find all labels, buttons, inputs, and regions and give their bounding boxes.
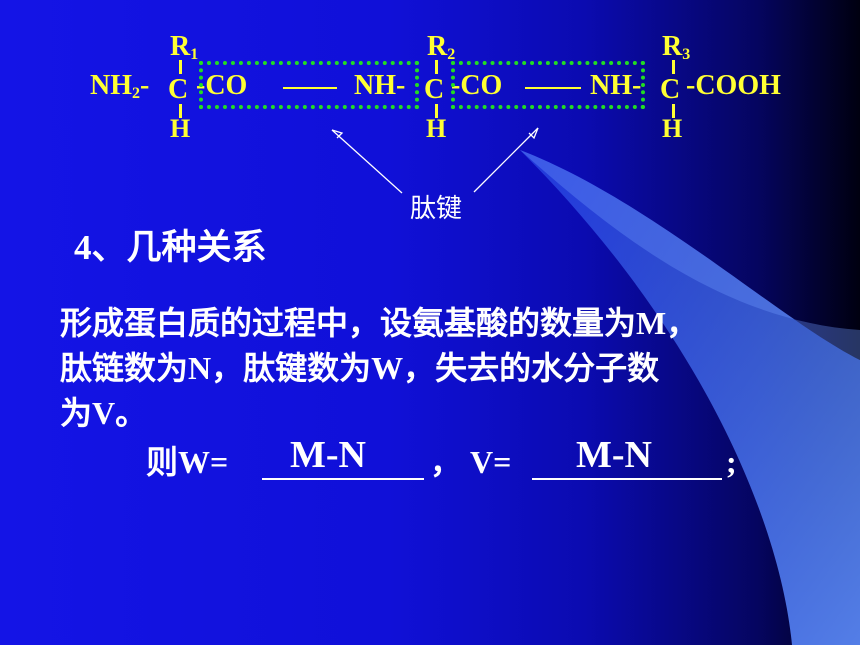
bond-top-1 bbox=[179, 60, 182, 74]
bond-top-3 bbox=[672, 60, 675, 74]
r2-label: R2 bbox=[427, 31, 456, 63]
bond-bottom-1 bbox=[179, 104, 182, 118]
r1-label: R1 bbox=[170, 31, 199, 63]
alpha-carbon-3: C bbox=[660, 74, 681, 105]
paragraph-line-1: 形成蛋白质的过程中，设氨基酸的数量为M， bbox=[60, 305, 699, 341]
alpha-carbon-2: C bbox=[424, 74, 445, 105]
semicolon: ; bbox=[726, 444, 737, 480]
amide-nh-1: NH- bbox=[354, 70, 406, 101]
peptide-bond-label: 肽键 bbox=[410, 194, 463, 223]
comma-separator: ， bbox=[430, 444, 463, 480]
peptide-bond-box-2 bbox=[451, 61, 645, 109]
peptide-bond-line-1 bbox=[283, 87, 337, 89]
w-answer-underline bbox=[262, 478, 424, 480]
amide-nh-2: NH- bbox=[590, 70, 642, 101]
w-answer: M-N bbox=[290, 434, 366, 476]
amino-group: NH2- bbox=[90, 70, 150, 102]
w-equation-label: 则W= bbox=[146, 444, 229, 480]
v-answer-underline bbox=[532, 478, 722, 480]
carboxyl-group: -COOH bbox=[686, 70, 781, 101]
v-answer: M-N bbox=[576, 434, 652, 476]
hydrogen-3: H bbox=[662, 114, 683, 143]
hydrogen-2: H bbox=[426, 114, 447, 143]
section-heading: 4、几种关系 bbox=[74, 228, 267, 267]
paragraph-line-2: 肽链数为N，肽键数为W，失去的水分子数 bbox=[60, 350, 660, 386]
carbonyl-1: -CO bbox=[196, 70, 248, 101]
v-equation-label: V= bbox=[470, 444, 512, 480]
alpha-carbon-1: C bbox=[168, 74, 189, 105]
paragraph-line-3: 为V。 bbox=[60, 395, 148, 431]
peptide-bond-line-2 bbox=[525, 87, 581, 89]
peptide-bond-box-1 bbox=[199, 61, 419, 109]
bond-bottom-3 bbox=[672, 104, 675, 118]
bond-bottom-2 bbox=[435, 104, 438, 118]
r3-label: R3 bbox=[662, 31, 691, 63]
carbonyl-2: -CO bbox=[451, 70, 503, 101]
hydrogen-1: H bbox=[170, 114, 191, 143]
bond-top-2 bbox=[435, 60, 438, 74]
